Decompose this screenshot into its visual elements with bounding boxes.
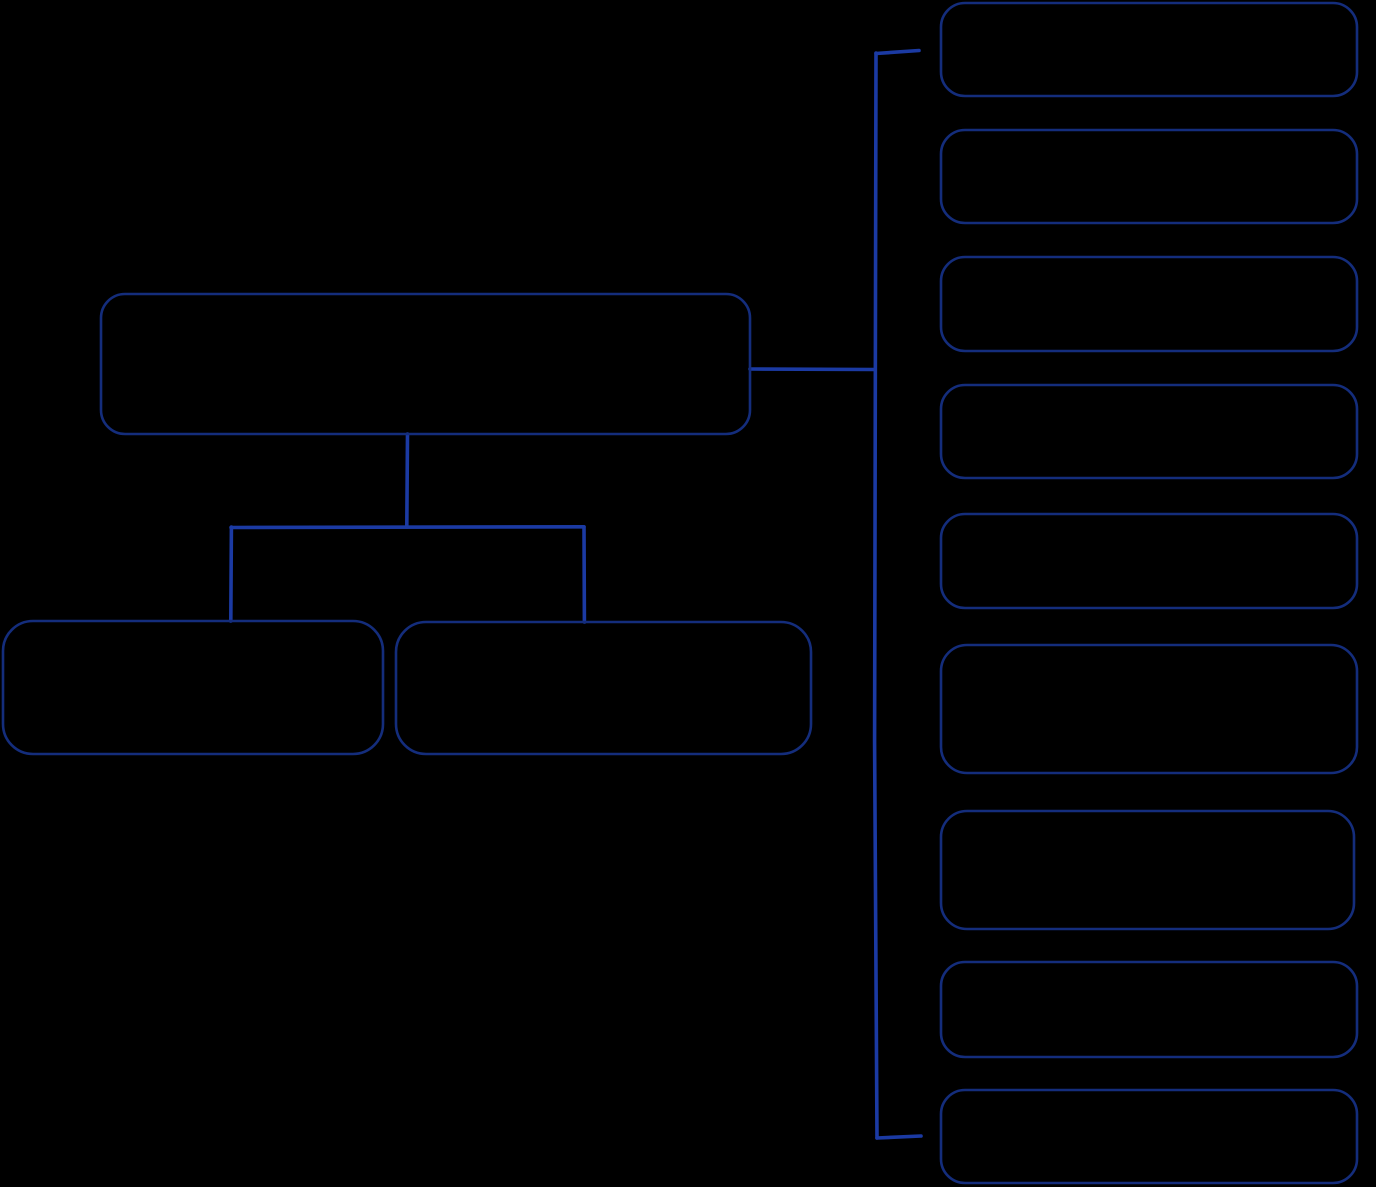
left-child-node-2[interactable] xyxy=(394,620,813,756)
right-node-5[interactable] xyxy=(939,512,1359,610)
connector-group xyxy=(229,48,923,1140)
right-node-3[interactable] xyxy=(939,255,1359,353)
right-node-8[interactable] xyxy=(939,960,1359,1059)
children-bracket-connector xyxy=(229,525,586,530)
root-to-spine-connector xyxy=(748,367,877,372)
right-node-9[interactable] xyxy=(939,1088,1359,1185)
right-node-4[interactable] xyxy=(939,383,1359,480)
spine-top-stub-connector xyxy=(874,48,921,56)
left-child-node-1[interactable] xyxy=(1,619,385,756)
root-node[interactable] xyxy=(99,292,752,436)
right-node-1[interactable] xyxy=(939,1,1359,98)
right-node-6[interactable] xyxy=(939,643,1359,775)
right-node-2[interactable] xyxy=(939,128,1359,225)
right-spine-connector xyxy=(872,51,879,1140)
root-to-bracket-connector xyxy=(405,432,410,529)
bracket-left-drop-connector xyxy=(229,525,234,623)
spine-bottom-stub-connector xyxy=(875,1134,923,1140)
right-node-7[interactable] xyxy=(939,809,1356,931)
